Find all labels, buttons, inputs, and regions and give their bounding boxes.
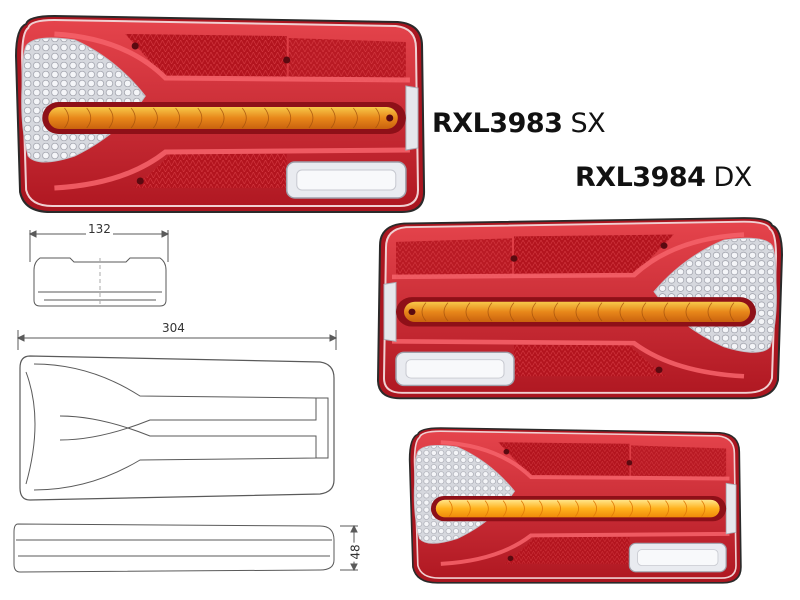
product-code: RXL3984 — [575, 162, 706, 193]
lamp-photo-lit — [410, 428, 741, 583]
technical-drawing — [13, 230, 358, 573]
lamp-photo-left — [16, 16, 424, 212]
dimension-height: 48 — [348, 542, 363, 562]
product-code: RXL3983 — [432, 108, 563, 139]
product-side: DX — [713, 162, 752, 193]
dimension-width: 132 — [86, 222, 113, 236]
lamp-photo-right — [378, 218, 782, 398]
product-side: SX — [570, 108, 606, 139]
dimension-length: 304 — [160, 321, 187, 335]
